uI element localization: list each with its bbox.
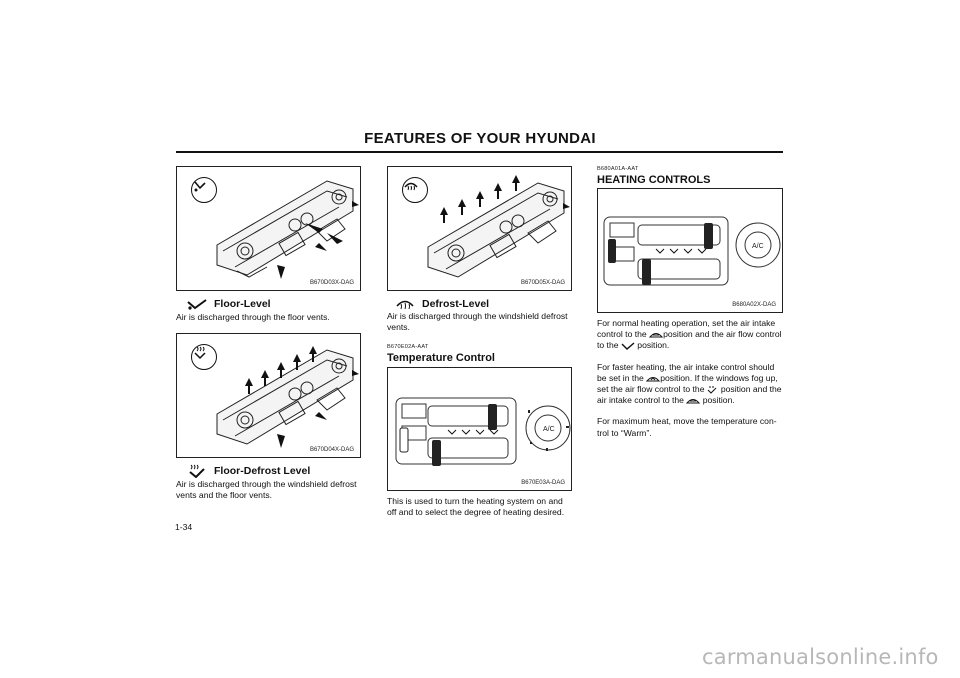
- floor-vent-icon: [621, 342, 635, 351]
- control-panel-illustration: A/C: [395, 397, 571, 466]
- floor-defrost-text: Air is discharged through the windshield…: [176, 479, 357, 501]
- heating-controls-text: For normal heating operation, set the ai…: [597, 318, 782, 438]
- svg-text:A/C: A/C: [752, 243, 764, 250]
- floor-vent-icon: [191, 177, 217, 203]
- figure-code: B670D03X-DAG: [309, 280, 354, 286]
- dashboard-illustration-floor: [216, 180, 359, 279]
- floor-level-figure: B670D03X-DAG: [176, 166, 361, 291]
- defrost-icon: [394, 297, 416, 311]
- section-code: B680A01A-AAT: [597, 166, 639, 172]
- floor-defrost-icon: [707, 385, 717, 394]
- dashboard-illustration-defrost: [427, 175, 570, 278]
- defrost-icon: [402, 177, 428, 203]
- recirculate-icon: [646, 376, 661, 382]
- watermark: carmanualsonline.info: [702, 645, 939, 669]
- figure-code: B670E03A-DAG: [521, 480, 565, 486]
- defrost-level-figure: B670D05X-DAG: [387, 166, 572, 291]
- header-rule: [176, 151, 783, 153]
- defrost-level-heading: Defrost-Level: [394, 297, 489, 311]
- heating-controls-title: HEATING CONTROLS: [597, 174, 711, 186]
- section-code: B670E02A-AAT: [387, 344, 429, 350]
- page-header-title: FEATURES OF YOUR HYUNDAI: [364, 130, 596, 147]
- floor-defrost-icon: [191, 344, 217, 370]
- heating-controls-figure: A/C B680A02X-DAG: [597, 188, 783, 313]
- fresh-air-icon: [686, 398, 701, 404]
- control-panel-illustration: A/C: [603, 216, 781, 286]
- fresh-air-icon: [649, 332, 664, 338]
- dashboard-illustration-floor-defrost: [216, 346, 359, 448]
- defrost-level-text: Air is discharged through the windshield…: [387, 311, 568, 333]
- figure-code: B670D04X-DAG: [309, 447, 354, 453]
- figure-code: B670D05X-DAG: [520, 280, 565, 286]
- floor-defrost-figure: B670D04X-DAG: [176, 333, 361, 458]
- floor-vent-icon: [186, 297, 208, 311]
- temperature-control-text: This is used to turn the heating system …: [387, 496, 565, 518]
- svg-text:A/C: A/C: [543, 426, 555, 433]
- floor-level-text: Air is discharged through the floor vent…: [176, 312, 330, 322]
- temperature-control-title: Temperature Control: [387, 352, 495, 364]
- floor-level-heading: Floor-Level: [186, 297, 271, 311]
- page-number: 1-34: [175, 522, 193, 532]
- floor-defrost-heading: Floor-Defrost Level: [186, 464, 310, 479]
- floor-defrost-icon: [186, 464, 208, 479]
- temperature-control-figure: A/C B670E03A-DAG: [387, 367, 572, 491]
- figure-code: B680A02X-DAG: [732, 302, 776, 308]
